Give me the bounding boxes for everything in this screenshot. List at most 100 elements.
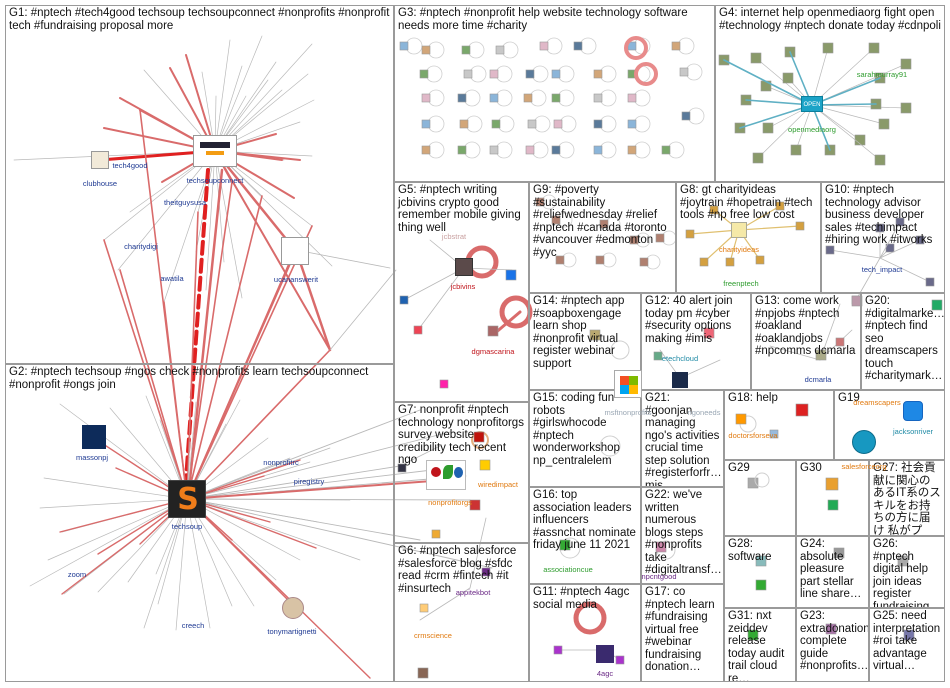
node-label-npcntgood[interactable]: npcntgood	[641, 572, 677, 581]
node-g18[interactable]	[735, 413, 747, 425]
node-g10[interactable]	[875, 223, 885, 233]
node-g3[interactable]	[681, 111, 691, 121]
node-g6[interactable]	[417, 667, 429, 679]
node-label-massonpj[interactable]: massonpj	[75, 453, 109, 462]
node-label-theitguysusa[interactable]: theitguysusa	[163, 198, 207, 207]
node-g4[interactable]	[790, 144, 802, 156]
node-g9[interactable]	[535, 197, 545, 207]
jacksonriver-node[interactable]	[903, 401, 923, 421]
tonymartignetti-node[interactable]	[282, 597, 304, 619]
node-label-openmediaorg[interactable]: openmediaorg	[788, 125, 836, 134]
node-label-etechcloud[interactable]: etechcloud	[661, 354, 699, 363]
node-g3[interactable]	[463, 69, 473, 79]
node-g5[interactable]	[439, 379, 449, 389]
clubhouse-node[interactable]	[91, 151, 109, 169]
node-g3[interactable]	[489, 145, 499, 155]
node-label-tech_impact[interactable]: tech_impact	[861, 265, 903, 274]
node-g3[interactable]	[551, 69, 561, 79]
node-g16[interactable]	[559, 539, 571, 551]
node-g3[interactable]	[489, 69, 499, 79]
node-g11[interactable]	[615, 655, 625, 665]
node-g6[interactable]	[419, 603, 429, 613]
node-g8[interactable]	[795, 221, 805, 231]
node-g3[interactable]	[461, 45, 471, 55]
node-g7[interactable]	[431, 529, 441, 539]
node-label-charitydigi[interactable]: charitydigi	[124, 242, 158, 251]
node-label-jacksonriver[interactable]: jacksonriver	[892, 427, 934, 436]
node-g3[interactable]	[539, 41, 549, 51]
node-g24[interactable]	[833, 547, 845, 559]
node-label-wiredimpact[interactable]: wiredimpact	[477, 480, 519, 489]
node-g8[interactable]	[699, 257, 709, 267]
node-g8[interactable]	[709, 205, 719, 215]
node-g3[interactable]	[627, 119, 637, 129]
nonprofitorgs-node[interactable]	[426, 460, 466, 490]
node-g8[interactable]	[775, 201, 785, 211]
node-g4[interactable]	[752, 152, 764, 164]
node-g13[interactable]	[835, 337, 845, 347]
node-g31[interactable]	[747, 629, 759, 641]
jcbivins-node[interactable]	[455, 258, 473, 276]
node-g3[interactable]	[661, 145, 671, 155]
node-label-freenptech[interactable]: freenptech	[723, 279, 759, 288]
node-g3[interactable]	[593, 69, 603, 79]
node-label-4agc[interactable]: 4agc	[596, 669, 614, 678]
node-g3[interactable]	[459, 119, 469, 129]
node-label-clubhouse[interactable]: clubhouse	[82, 179, 118, 188]
node-g3[interactable]	[553, 119, 563, 129]
node-label-jcbstrat[interactable]: jcbstrat	[441, 232, 467, 241]
node-g10[interactable]	[895, 217, 905, 227]
node-g22[interactable]	[655, 541, 667, 553]
node-g9[interactable]	[639, 257, 649, 267]
node-label-msftnonprofits[interactable]: msftnonprofits	[604, 408, 652, 417]
node-label-crmscience[interactable]: crmscience	[414, 631, 452, 640]
node-g3[interactable]	[627, 145, 637, 155]
node-g3[interactable]	[457, 145, 467, 155]
node-label-dgmascarina[interactable]: dgmascarina	[471, 347, 515, 356]
node-g9[interactable]	[629, 235, 639, 245]
node-label-tech4good[interactable]: tech4good	[112, 161, 148, 170]
node-g14[interactable]	[589, 329, 601, 341]
node-g18[interactable]	[795, 403, 809, 417]
node-g3[interactable]	[421, 119, 431, 129]
node-g3[interactable]	[421, 145, 431, 155]
node-g3[interactable]	[419, 69, 429, 79]
node-label-associationcue[interactable]: associationcue	[543, 565, 593, 574]
node-g3[interactable]	[489, 93, 499, 103]
node-label-ngoneeds[interactable]: ngoneeds	[687, 408, 721, 417]
node-label-appitekbot[interactable]: appitekbot	[455, 588, 491, 597]
massonpj-node[interactable]	[82, 425, 106, 449]
node-g25[interactable]	[903, 629, 915, 641]
node-g20[interactable]	[931, 299, 943, 311]
node-label-doctorsforseva[interactable]: doctorsforseva	[728, 431, 778, 440]
node-label-techsoupconnect[interactable]: techsoupconnect	[186, 176, 244, 185]
node-g3[interactable]	[627, 93, 637, 103]
node-label-techsoup[interactable]: techsoup	[171, 522, 203, 531]
node-label-charityideas[interactable]: charityideas	[718, 245, 760, 254]
node-g3[interactable]	[573, 41, 583, 51]
node-label-tonymartignetti[interactable]: tonymartignetti	[267, 627, 317, 636]
techsoup-node[interactable]: S	[168, 480, 206, 518]
node-g3[interactable]	[525, 145, 535, 155]
node-g10[interactable]	[915, 235, 925, 245]
node-g9[interactable]	[599, 219, 609, 229]
node-g18[interactable]	[769, 429, 779, 439]
node-g3[interactable]	[551, 145, 561, 155]
node-g5[interactable]	[505, 269, 517, 281]
ucananswerit-node[interactable]	[281, 237, 309, 265]
node-g3[interactable]	[491, 119, 501, 129]
node-label-dreamscapers[interactable]: dreamscapers	[853, 398, 901, 407]
node-g3[interactable]	[525, 69, 535, 79]
techsoupconnect-node[interactable]	[193, 135, 237, 167]
node-label-zoom[interactable]: zoom	[67, 570, 87, 579]
node-g3[interactable]	[593, 119, 603, 129]
node-g5[interactable]	[413, 325, 423, 335]
node-label-ucananswerit[interactable]: ucananswerit	[273, 275, 319, 284]
node-g3[interactable]	[593, 145, 603, 155]
node-g28[interactable]	[755, 579, 767, 591]
node-g3[interactable]	[421, 45, 431, 55]
node-g12[interactable]	[703, 327, 715, 339]
node-g4[interactable]	[868, 42, 880, 54]
node-g4[interactable]	[822, 42, 834, 54]
node-g30[interactable]	[827, 499, 839, 511]
